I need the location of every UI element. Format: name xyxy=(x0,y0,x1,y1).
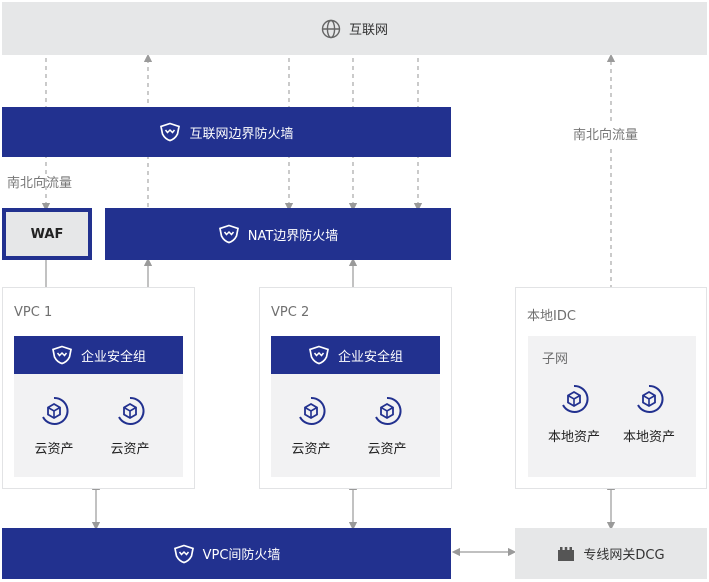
local-asset-2: 本地资产 xyxy=(614,384,684,445)
cloud-asset-icon xyxy=(42,396,69,425)
firewall-shield-icon xyxy=(159,122,181,142)
vpc1-asset-2: 云资产 xyxy=(95,396,165,457)
vpc1-title: VPC 1 xyxy=(14,305,53,320)
vpc2-title: VPC 2 xyxy=(271,305,310,320)
nat-edge-firewall: NAT边界防火墙 xyxy=(105,208,451,260)
firewall-shield-icon xyxy=(51,345,73,365)
vpc1-security-group: 企业安全组 xyxy=(14,336,183,374)
vpc2-asset-2: 云资产 xyxy=(352,396,422,457)
local-asset-1-label: 本地资产 xyxy=(547,430,600,445)
internet-bar: 互联网 xyxy=(2,2,707,55)
vpc1-container: VPC 1 企业安全组 云资产 xyxy=(2,287,195,489)
gateway-icon xyxy=(557,546,575,562)
cloud-asset-icon xyxy=(118,396,145,425)
direct-connect-gateway-label: 专线网关DCG xyxy=(583,548,665,563)
vpc2-asset-1-label: 云资产 xyxy=(291,442,331,457)
cloud-asset-icon xyxy=(375,396,402,425)
vpc1-asset-2-label: 云资产 xyxy=(110,442,150,457)
inter-vpc-firewall: VPC间防火墙 xyxy=(2,528,451,579)
globe-icon xyxy=(321,19,341,39)
vpc1-asset-1: 云资产 xyxy=(19,396,89,457)
waf-label: WAF xyxy=(30,226,64,242)
north-south-traffic-label-left: 南北向流量 xyxy=(7,176,73,191)
vpc2-asset-2-label: 云资产 xyxy=(367,442,407,457)
local-asset-icon xyxy=(637,384,664,413)
subnet-area: 子网 本地资产 本地资产 xyxy=(528,336,696,477)
vpc1-asset-1-label: 云资产 xyxy=(34,442,74,457)
local-asset-2-label: 本地资产 xyxy=(622,430,675,445)
vpc2-asset-1: 云资产 xyxy=(276,396,346,457)
cloud-asset-icon xyxy=(299,396,326,425)
firewall-shield-icon xyxy=(173,544,195,564)
internet-edge-firewall-label: 互联网边界防火墙 xyxy=(189,126,294,142)
waf-box: WAF xyxy=(2,208,92,260)
internet-edge-firewall: 互联网边界防火墙 xyxy=(2,107,451,157)
subnet-title: 子网 xyxy=(542,352,569,367)
vpc2-security-group: 企业安全组 xyxy=(271,336,440,374)
local-asset-1: 本地资产 xyxy=(539,384,609,445)
local-idc-container: 本地IDC 子网 本地资产 本地资产 xyxy=(515,287,707,489)
north-south-traffic-label-right: 南北向流量 xyxy=(573,122,639,145)
vpc1-security-group-label: 企业安全组 xyxy=(80,349,146,365)
vpc2-asset-area: 云资产 云资产 xyxy=(271,374,440,477)
local-asset-icon xyxy=(562,384,589,413)
nat-edge-firewall-label: NAT边界防火墙 xyxy=(247,228,339,244)
vpc2-security-group-label: 企业安全组 xyxy=(337,349,403,365)
firewall-shield-icon xyxy=(308,345,330,365)
firewall-shield-icon xyxy=(218,224,240,244)
vpc2-container: VPC 2 企业安全组 云资产 xyxy=(259,287,452,489)
inter-vpc-firewall-label: VPC间防火墙 xyxy=(202,548,281,563)
vpc1-asset-area: 云资产 云资产 xyxy=(14,374,183,477)
direct-connect-gateway: 专线网关DCG xyxy=(515,528,707,579)
internet-label: 互联网 xyxy=(348,23,388,38)
local-idc-title: 本地IDC xyxy=(527,309,576,324)
